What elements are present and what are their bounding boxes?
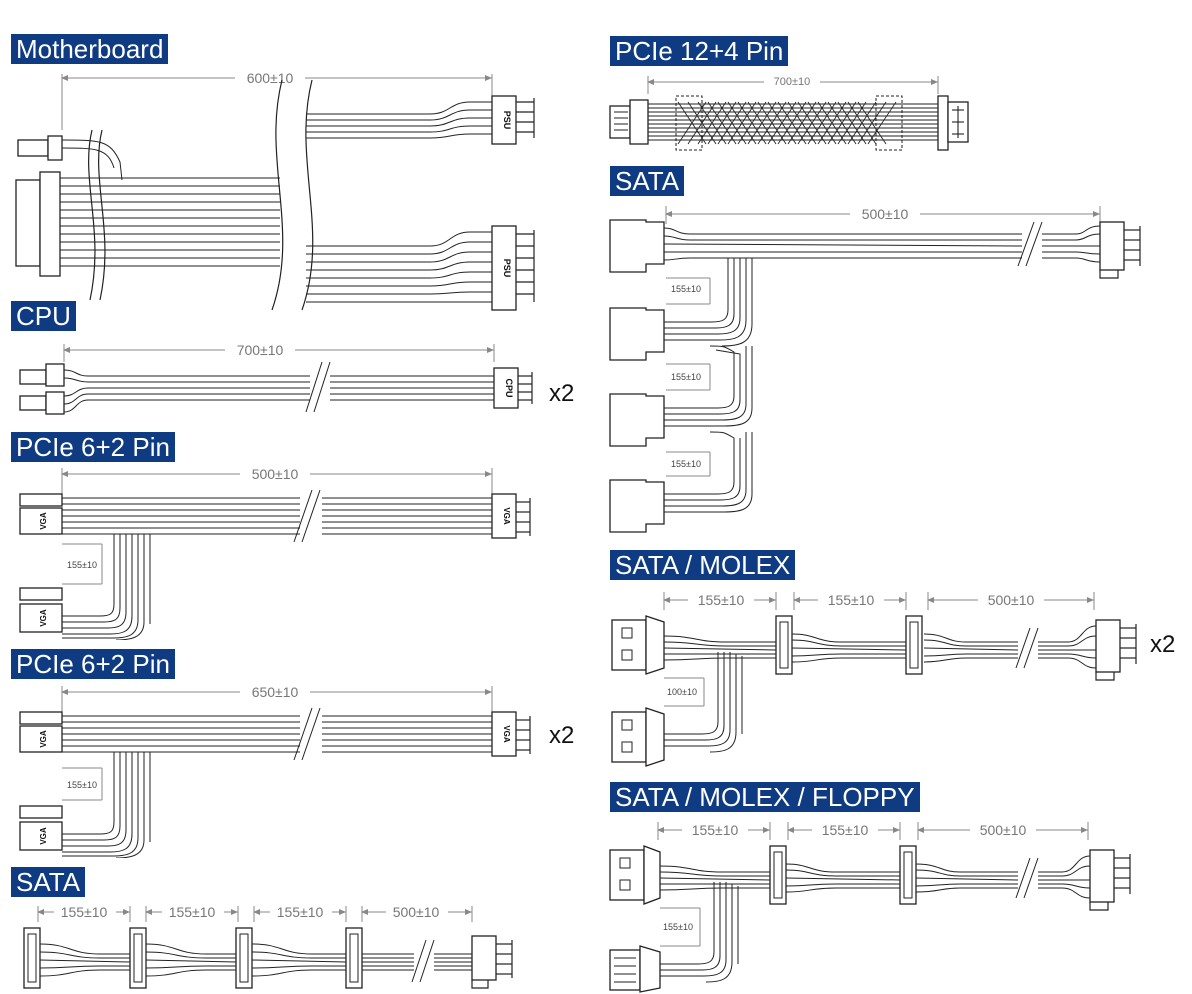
sata-right-cable-diagram: 500±10 [609,205,1141,533]
sata-bottom-seg4-label: 500±10 [393,904,440,920]
section-title-sata-molex-floppy: SATA / MOLEX / FLOPPY [610,782,920,812]
pcie-6-2-a-cable-diagram: 500±10 VGA VGA 155±10 VGA [19,466,531,640]
pcie-12-4-length-label: 700±10 [774,76,811,88]
pcie-b-branch-label: 155±10 [67,780,97,790]
sata-bottom-seg3-label: 155±10 [277,904,324,920]
section-title-sata-bottom: SATA [11,867,86,897]
sata-bottom-seg2-label: 155±10 [169,904,216,920]
sata-bottom-seg1-label: 155±10 [61,904,108,920]
section-title-motherboard: Motherboard [11,34,169,64]
pcie-b-length-label: 650±10 [252,684,299,700]
sata-molex-seg2-label: 155±10 [828,592,875,608]
sata-molex-seg3-label: 500±10 [988,592,1035,608]
section-title-sata-right: SATA [610,166,685,196]
pcie-a-length-label: 500±10 [252,466,299,482]
pcie-a-branch-label: 155±10 [67,560,97,570]
pcie-b-branch-plug-label: VGA [39,827,48,845]
sata-bottom-cable-diagram: 155±10 155±10 155±10 500±10 [23,903,513,989]
pcie-a-right-plug-label: VGA [502,507,511,525]
sata-molex-multiplier: x2 [1150,631,1176,658]
cpu-cable-diagram: 700±10 CPU [19,341,533,415]
pcie-b-left-plug-label: VGA [39,730,48,748]
sata-molex-branch-label: 100±10 [667,687,697,697]
motherboard-length-label: 600±10 [247,70,294,86]
motherboard-plug-label-top: PSU [502,111,512,130]
section-title-pcie-6-2-a: PCIe 6+2 Pin [11,432,175,462]
sata-right-branch2-label: 155±10 [671,372,701,382]
sata-molex-floppy-seg2-label: 155±10 [822,822,869,838]
pcie-b-right-plug-label: VGA [502,725,511,743]
section-title-cpu: CPU [11,301,76,331]
pcie-b-multiplier: x2 [549,722,575,749]
section-title-pcie-6-2-b: PCIe 6+2 Pin [11,649,175,679]
cpu-length-label: 700±10 [237,342,284,358]
cpu-plug-label: CPU [504,378,514,397]
sata-molex-floppy-cable-diagram: 155±10 155±10 500±10 [609,821,1131,993]
section-title-pcie-12-4: PCIe 12+4 Pin [610,36,789,66]
sata-molex-floppy-seg1-label: 155±10 [692,822,739,838]
sata-molex-floppy-seg3-label: 500±10 [980,822,1027,838]
motherboard-plug-label-bottom: PSU [502,259,512,278]
cpu-multiplier: x2 [549,380,575,407]
sata-right-branch1-label: 155±10 [671,284,701,294]
section-title-sata-molex: SATA / MOLEX [610,550,796,580]
pcie-a-branch-plug-label: VGA [39,609,48,627]
pcie-12-4-cable-diagram: 700±10 [609,74,969,151]
motherboard-cable-diagram: 600±10 PSU [15,70,535,311]
sata-molex-cable-diagram: 155±10 155±10 500±10 [611,591,1137,767]
sata-right-length-label: 500±10 [862,206,909,222]
sata-right-branch3-label: 155±10 [671,459,701,469]
pcie-6-2-b-cable-diagram: 650±10 VGA VGA 155±10 VGA [19,684,531,858]
sata-molex-seg1-label: 155±10 [698,592,745,608]
sata-molex-floppy-branch-label: 155±10 [663,922,693,932]
pcie-a-left-plug-label: VGA [39,512,48,530]
